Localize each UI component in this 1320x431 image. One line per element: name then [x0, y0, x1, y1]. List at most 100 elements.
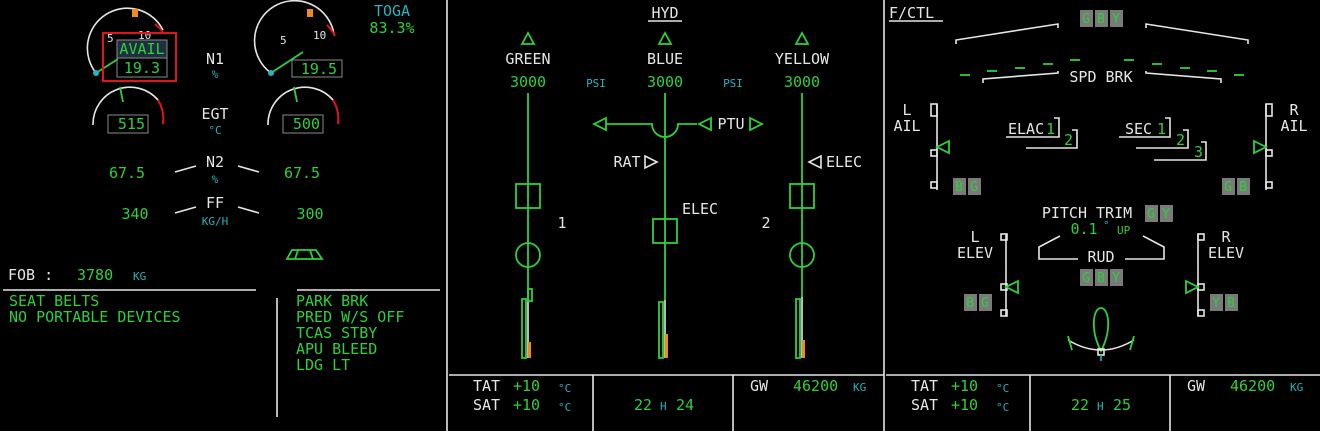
graphic-element — [267, 86, 334, 126]
label: ELEV — [1208, 244, 1244, 262]
graphic-element — [326, 24, 336, 37]
n1-label: N1 — [206, 50, 224, 68]
graphic-element — [1136, 129, 1189, 149]
rat-triangle-icon — [644, 154, 659, 170]
n1-needle — [95, 58, 119, 74]
graphic-element — [1000, 233, 1008, 241]
egt-right-value: 500 — [293, 115, 320, 133]
graphic-element — [1095, 10, 1108, 27]
label: 0.1 — [1070, 220, 1097, 238]
graphic-element — [293, 86, 298, 103]
label: B — [1097, 271, 1105, 286]
graphic-element — [789, 183, 815, 209]
label: 2 — [1176, 131, 1185, 149]
graphic-element — [93, 70, 99, 76]
graphic-element — [1038, 235, 1078, 260]
label: B — [1097, 12, 1105, 27]
graphic-element — [527, 288, 533, 302]
label: PITCH TRIM — [1042, 204, 1132, 222]
right-aileron: R AIL G B — [1222, 101, 1308, 195]
label: Y — [1112, 271, 1120, 286]
fob-value: 3780 — [77, 266, 113, 284]
engine-pump-icon — [515, 183, 541, 209]
n2-left-value: 67.5 — [109, 164, 145, 182]
label: G — [981, 296, 989, 311]
graphic-element — [291, 59, 343, 78]
rat-label: RAT — [613, 153, 640, 171]
graphic-element — [157, 99, 165, 125]
graphic-element — [696, 116, 712, 132]
graphic-element — [1265, 103, 1273, 117]
graphic-element — [953, 178, 966, 195]
graphic-element — [92, 86, 159, 126]
graphic-element — [1080, 10, 1093, 27]
sec-status: SEC 1 2 3 — [1119, 117, 1207, 161]
graphic-element — [979, 294, 992, 311]
label: Y — [1162, 207, 1170, 222]
hyd-page: HYD GREEN 3000 1 BLUE 3000 ELEC RAT — [505, 4, 862, 359]
graphic-element — [658, 301, 664, 359]
rudder: RUD G B Y — [1067, 248, 1135, 361]
memo-item: APU BLEED — [296, 340, 377, 358]
label: RUD — [1087, 248, 1114, 266]
label: SAT — [911, 396, 938, 414]
graphic-element — [1160, 205, 1173, 222]
apu-avail-indicator: AVAIL — [119, 40, 164, 58]
egt-gauge-left: 515 — [92, 86, 165, 134]
gross-weight: 46200 — [793, 377, 838, 395]
label: 1 — [1157, 120, 1166, 138]
graphic-element: B G — [953, 178, 981, 195]
graphic-element — [1026, 129, 1078, 149]
system-pressure: 3000 — [784, 73, 820, 91]
graphic-element — [1237, 178, 1250, 195]
memo-item: NO PORTABLE DEVICES — [9, 308, 181, 326]
graphic-element — [794, 31, 810, 45]
system-name: YELLOW — [775, 50, 830, 68]
graphic-element — [1119, 117, 1171, 138]
ff-label: FF — [206, 194, 224, 212]
n1-max-marker — [132, 9, 138, 17]
n2-label: N2 — [206, 153, 224, 171]
label: AIL — [893, 117, 920, 135]
label: °C — [558, 401, 571, 414]
graphic-element — [665, 334, 668, 358]
label: GW — [750, 377, 769, 395]
label: SEC — [1125, 120, 1152, 138]
left-aileron: L AIL B G — [893, 101, 981, 195]
graphic-element — [1197, 233, 1205, 241]
graphic-element — [1253, 139, 1269, 155]
label: Y — [1112, 12, 1120, 27]
egt-gauge-right: 500 — [267, 86, 340, 134]
system-pressure: 3000 — [510, 73, 546, 91]
label: UP — [1117, 224, 1131, 237]
graphic-element — [154, 23, 164, 33]
label: B — [966, 296, 974, 311]
memo-left: SEAT BELTS NO PORTABLE DEVICES — [9, 292, 181, 326]
graphic-element — [521, 298, 527, 359]
elec-triangle-icon — [807, 154, 822, 170]
thrust-limit-value: 83.3% — [369, 19, 414, 37]
system-name: BLUE — [647, 50, 683, 68]
n2-unit: % — [212, 173, 219, 186]
graphic-element — [606, 123, 697, 138]
graphic-element — [591, 116, 607, 132]
label: ELEV — [957, 244, 993, 262]
graphic-element — [174, 165, 197, 173]
system-pressure: 3000 — [647, 73, 683, 91]
ff-left-value: 340 — [121, 205, 148, 223]
aileron-position-icon — [934, 139, 950, 155]
graphic-element — [1145, 205, 1158, 222]
graphic-element — [1110, 10, 1123, 27]
engine-panel: 5 10 AVAIL 19.3 5 10 19.5 N1 % TOGA 83.3… — [3, 0, 440, 417]
graphic-element — [968, 178, 981, 195]
fob-unit: KG — [133, 270, 146, 283]
dial-label: 5 — [107, 32, 114, 45]
ptu-label: PTU — [717, 115, 744, 133]
graphic-element — [930, 181, 938, 189]
elec-pump-label: ELEC — [682, 200, 718, 218]
egt-label: EGT — [201, 105, 228, 123]
graphic-element — [307, 9, 313, 17]
